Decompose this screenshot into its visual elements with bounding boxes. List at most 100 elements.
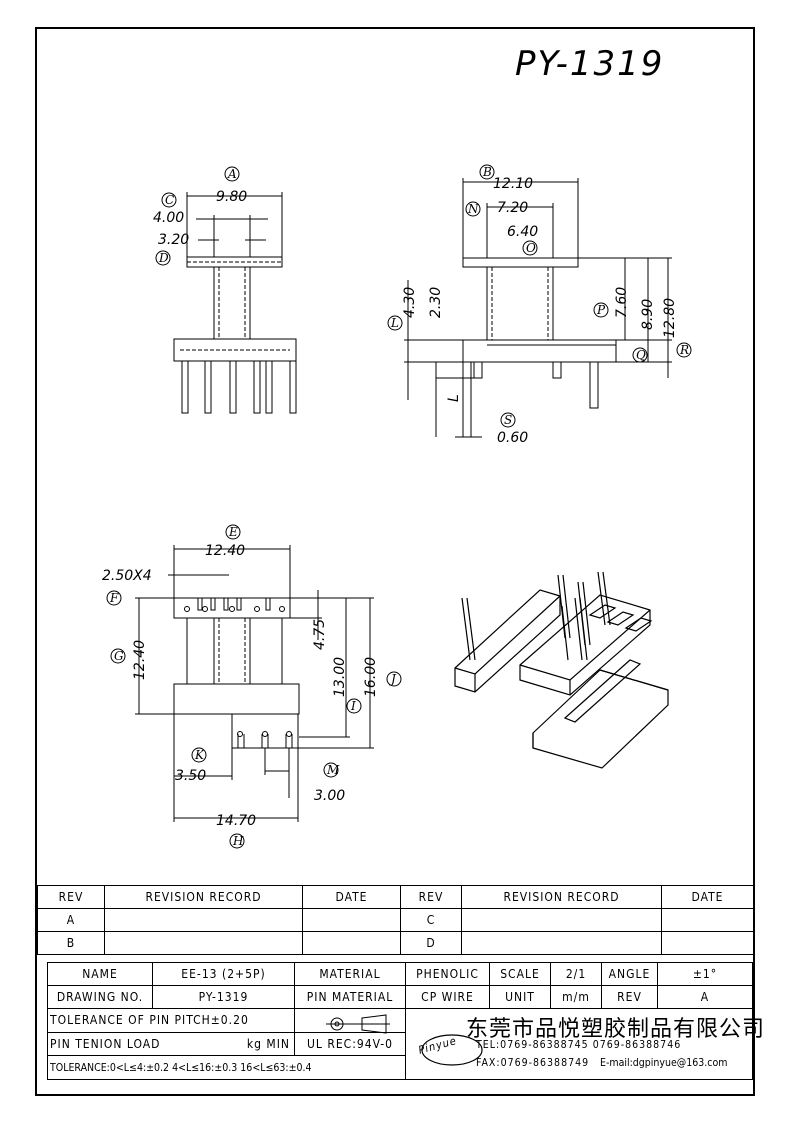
- label-J: J: [388, 672, 397, 686]
- rev-cell: B: [37, 931, 105, 955]
- company-email: E-mail:dgpinyue@163.com: [600, 1057, 728, 1069]
- dim-A: 9.80: [216, 189, 247, 205]
- rev-cell: D: [400, 931, 462, 955]
- label-G: G: [114, 649, 124, 663]
- company-logo: Pinyue: [416, 1034, 459, 1057]
- record-cell: [461, 908, 662, 932]
- company-cell: Pinyue 东莞市品悦塑胶制品有限公司 TEL:0769-86388745 0…: [405, 1008, 764, 1080]
- dim-H: 14.70: [216, 813, 256, 829]
- label-F: F: [109, 591, 119, 605]
- ul-rating: UL REC:94V-0: [294, 1031, 406, 1057]
- rev-value: A: [657, 985, 753, 1009]
- label-H: H: [232, 834, 244, 848]
- dim-O: 6.40: [507, 224, 538, 240]
- company-name: 东莞市品悦塑胶制品有限公司: [466, 1017, 766, 1042]
- label-D: D: [158, 251, 169, 265]
- dim-P: 7.60: [614, 287, 630, 318]
- rev-label: REV: [601, 985, 658, 1009]
- date-header-2: DATE: [661, 885, 754, 909]
- label-A: A: [227, 167, 237, 181]
- revision-record-header: REVISION RECORD: [104, 885, 303, 909]
- bottom-view: [135, 545, 374, 822]
- dim-2-30: 2.30: [428, 287, 444, 318]
- material-label: MATERIAL: [294, 962, 406, 986]
- front-view: [173, 192, 297, 414]
- pin-material-label: PIN MATERIAL: [294, 985, 406, 1009]
- label-circles-side: B N O L P Q R S: [387, 164, 692, 428]
- rev-cell: A: [37, 908, 105, 932]
- dim-Q: 8.90: [640, 299, 656, 330]
- label-S: S: [504, 413, 512, 427]
- angle-label: ANGLE: [601, 962, 658, 986]
- dim-B: 12.10: [493, 176, 533, 192]
- label-P: P: [596, 303, 606, 317]
- name-label: NAME: [47, 962, 153, 986]
- dim-N: 7.20: [497, 200, 528, 216]
- record-cell: [461, 931, 662, 955]
- dim-D: 3.20: [158, 232, 189, 248]
- dim-pitch: 2.50X4: [102, 568, 152, 584]
- pin-material-value: CP WIRE: [405, 985, 490, 1009]
- date-cell: [661, 908, 754, 932]
- dim-G: 12.40: [132, 640, 148, 680]
- label-N: N: [467, 202, 479, 216]
- angle-value: ±1°: [657, 962, 753, 986]
- date-cell: [302, 931, 401, 955]
- drawing-no-label: DRAWING NO.: [47, 985, 153, 1009]
- dim-M: 3.00: [314, 788, 345, 804]
- dim-S: 0.60: [497, 430, 528, 446]
- label-L: L: [390, 316, 399, 330]
- record-cell: [104, 908, 303, 932]
- dim-R: 12.80: [662, 298, 678, 338]
- pin-tension-label: PIN TENION LOAD: [50, 1036, 161, 1051]
- projection-symbol-cell: [294, 1008, 406, 1033]
- isometric-view: [454, 571, 669, 769]
- scale-label: SCALE: [489, 962, 551, 986]
- name-value: EE-13 (2+5P): [152, 962, 295, 986]
- label-O: O: [526, 241, 536, 255]
- scale-value: 2/1: [550, 962, 602, 986]
- dim-J: 16.00: [363, 657, 379, 697]
- part-number-title: PY-1319: [515, 44, 665, 84]
- rev-cell: C: [400, 908, 462, 932]
- label-circles-front: A C D: [155, 166, 240, 266]
- label-I: I: [350, 699, 356, 713]
- dim-C: 4.00: [153, 210, 184, 226]
- label-K: K: [194, 748, 205, 762]
- revision-record-header-2: REVISION RECORD: [461, 885, 662, 909]
- pin-tension-cell: PIN TENION LOAD kg MIN: [47, 1031, 295, 1057]
- title-block-table: NAME EE-13 (2+5P) MATERIAL PHENOLIC SCAL…: [47, 962, 764, 1080]
- pin-tension-unit: kg MIN: [246, 1036, 290, 1051]
- label-R: R: [679, 343, 689, 357]
- label-Q: Q: [636, 348, 646, 362]
- company-fax: FAX:0769-86388749: [476, 1057, 590, 1069]
- record-cell: [104, 931, 303, 955]
- dim-I: 13.00: [332, 657, 348, 697]
- dim-L: L: [446, 394, 462, 402]
- dim-F: 4.75: [312, 619, 328, 650]
- label-circles-bottom: E F G J I K M H: [106, 524, 402, 849]
- date-header: DATE: [302, 885, 401, 909]
- label-E: E: [228, 525, 238, 539]
- revision-table: REV REVISION RECORD DATE REV REVISION RE…: [37, 885, 754, 955]
- unit-value: m/m: [550, 985, 602, 1009]
- label-M: M: [326, 763, 340, 777]
- unit-label: UNIT: [489, 985, 551, 1009]
- tolerance-ranges: TOLERANCE:0<L≤4:±0.2 4<L≤16:±0.3 16<L≤63…: [47, 1055, 406, 1080]
- dim-E: 12.40: [205, 543, 245, 559]
- date-cell: [302, 908, 401, 932]
- tolerance-pin-pitch: TOLERANCE OF PIN PITCH±0.20: [47, 1008, 295, 1033]
- label-C: C: [165, 193, 174, 207]
- dim-L-left: 4.30: [402, 287, 418, 318]
- drawing-no-value: PY-1319: [152, 985, 295, 1009]
- dim-K: 3.50: [175, 768, 206, 784]
- sheet-border: [35, 27, 755, 1096]
- rev-header-2: REV: [400, 885, 462, 909]
- rev-header: REV: [37, 885, 105, 909]
- company-tel: TEL:0769-86388745 0769-86388746: [476, 1039, 682, 1051]
- side-view: [404, 178, 672, 438]
- date-cell: [661, 931, 754, 955]
- material-value: PHENOLIC: [405, 962, 490, 986]
